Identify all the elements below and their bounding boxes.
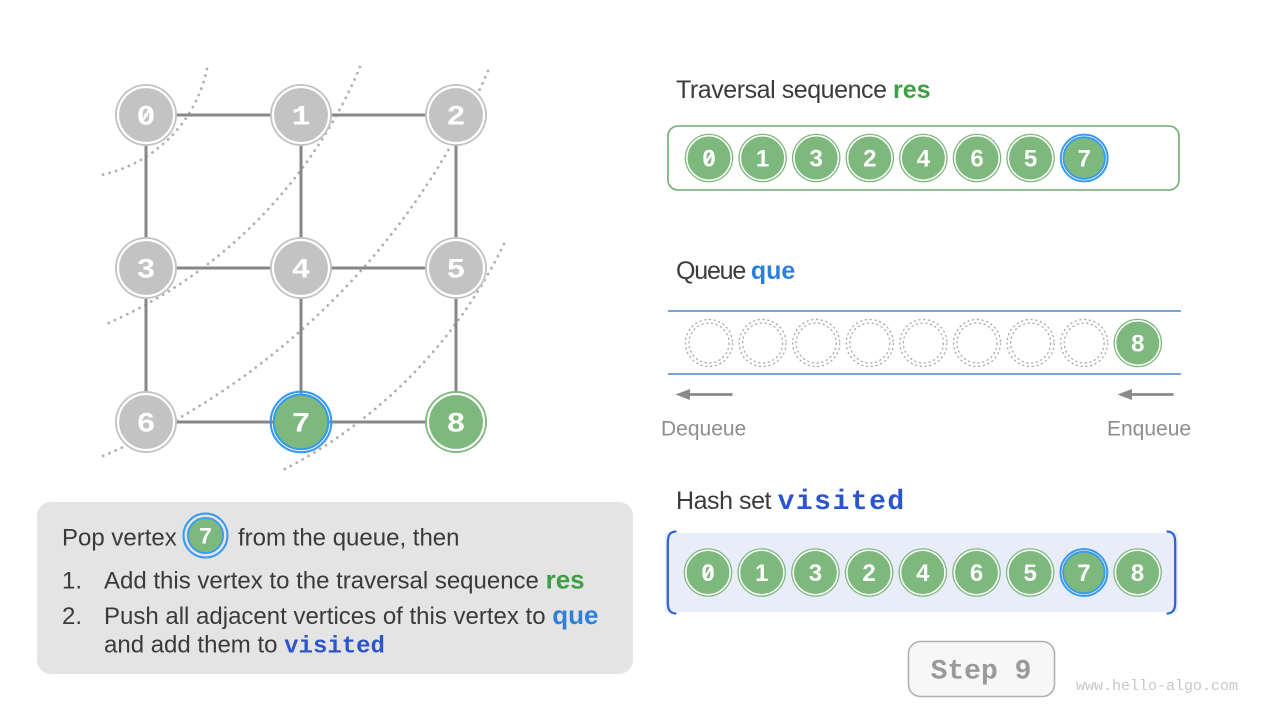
svg-text:5: 5 <box>1024 145 1037 172</box>
svg-text:7: 7 <box>1077 560 1090 587</box>
svg-text:6: 6 <box>137 410 156 441</box>
svg-text:Dequeue: Dequeue <box>661 418 746 441</box>
svg-text:5: 5 <box>1024 560 1037 587</box>
svg-text:7: 7 <box>199 525 213 551</box>
svg-text:and add them to visited: and add them to visited <box>104 632 385 661</box>
svg-text:www.hello-algo.com: www.hello-algo.com <box>1076 678 1238 695</box>
svg-text:8: 8 <box>447 410 466 441</box>
svg-text:4: 4 <box>917 145 931 172</box>
svg-text:Step 9: Step 9 <box>931 657 1032 688</box>
svg-text:2: 2 <box>862 560 875 587</box>
svg-text:Enqueue: Enqueue <box>1107 418 1191 441</box>
svg-text:2.: 2. <box>62 603 82 630</box>
svg-text:5: 5 <box>447 256 466 287</box>
svg-text:7: 7 <box>1078 145 1091 172</box>
svg-text:3: 3 <box>137 256 156 287</box>
svg-text:8: 8 <box>1131 560 1144 587</box>
svg-text:Queue que: Queue que <box>676 257 795 285</box>
svg-text:1: 1 <box>756 145 769 172</box>
svg-text:from the queue, then: from the queue, then <box>238 525 459 552</box>
svg-text:0: 0 <box>137 103 156 134</box>
svg-text:4: 4 <box>916 560 930 587</box>
svg-text:Add this vertex to the travers: Add this vertex to the traversal sequenc… <box>104 565 585 595</box>
svg-text:Push all adjacent vertices of: Push all adjacent vertices of this verte… <box>104 600 598 630</box>
svg-text:Hash set visited: Hash set visited <box>676 487 906 518</box>
svg-text:7: 7 <box>292 410 311 441</box>
svg-text:3: 3 <box>810 145 823 172</box>
svg-text:Pop vertex: Pop vertex <box>62 525 177 552</box>
svg-text:2: 2 <box>447 103 466 134</box>
svg-text:6: 6 <box>970 560 983 587</box>
svg-text:4: 4 <box>292 256 311 287</box>
svg-text:Traversal sequence res: Traversal sequence res <box>676 76 931 104</box>
svg-text:8: 8 <box>1131 330 1144 357</box>
svg-text:1.: 1. <box>62 568 82 595</box>
svg-text:3: 3 <box>809 560 822 587</box>
svg-text:2: 2 <box>863 145 876 172</box>
svg-text:6: 6 <box>970 145 983 172</box>
svg-text:1: 1 <box>292 103 311 134</box>
svg-text:1: 1 <box>755 560 768 587</box>
